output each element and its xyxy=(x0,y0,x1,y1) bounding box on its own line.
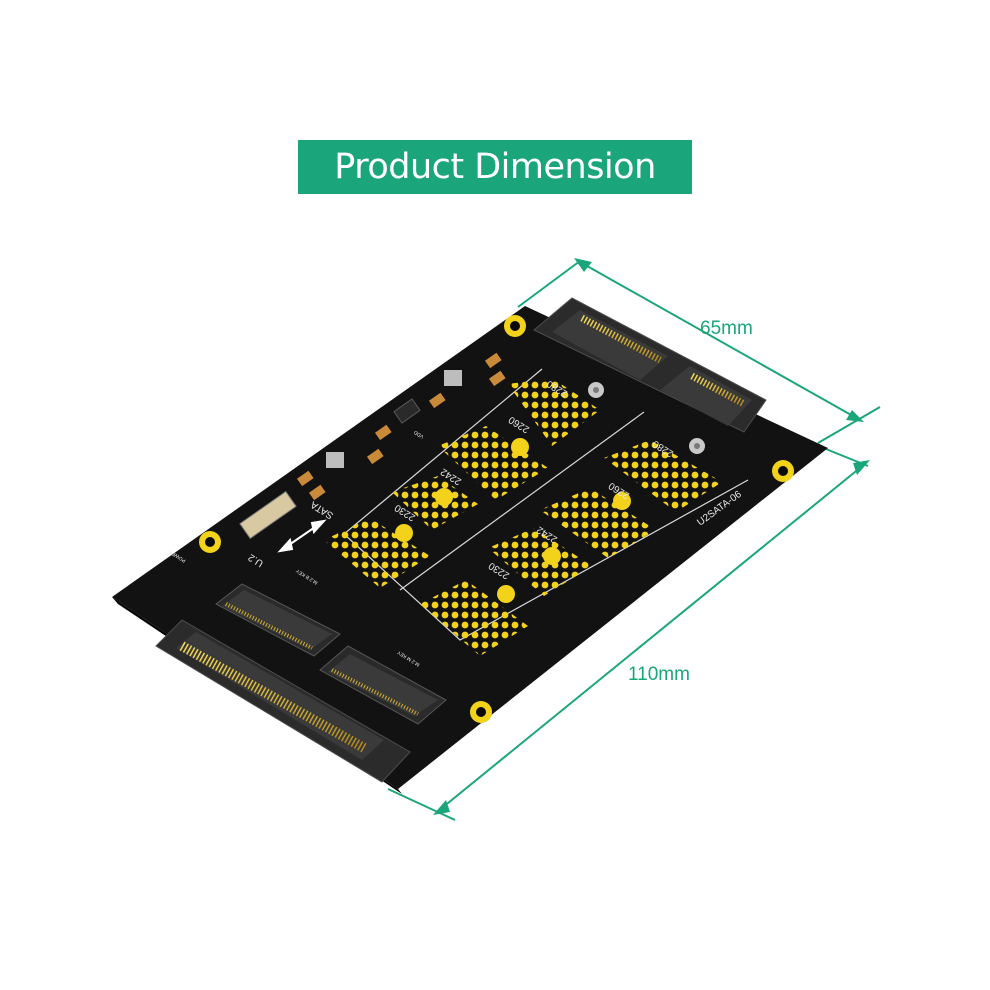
mount-pad-grids xyxy=(324,378,722,656)
length-extension-bottom xyxy=(387,788,456,821)
slot-center-divider xyxy=(399,411,645,591)
pad-grid-bottom xyxy=(420,580,528,656)
length-arrow-top xyxy=(853,460,870,475)
pad-grid-2280-left xyxy=(508,378,600,446)
pad-grid-2230-left xyxy=(324,518,430,588)
standoff-2230-left xyxy=(395,524,413,542)
width-dimension-line xyxy=(579,261,861,421)
mode-switch[interactable] xyxy=(239,490,297,540)
slot-divider-lines xyxy=(343,368,749,641)
standoff-2230-right xyxy=(497,585,515,603)
standoff-2242-right xyxy=(543,547,561,565)
pad-grid-2242-right xyxy=(540,488,656,558)
sata-connector xyxy=(533,297,767,433)
mounting-holes xyxy=(199,315,794,723)
screw-standoffs xyxy=(395,438,631,603)
length-arrow-bottom xyxy=(433,800,450,815)
screw-posts xyxy=(588,382,705,454)
width-extension-left xyxy=(517,260,581,308)
standoff-2260-right xyxy=(613,492,631,510)
pcb-board: U2SATA-06 2280 2260 2242 2230 2280 2260 … xyxy=(112,297,828,794)
standoff-2242-left xyxy=(435,488,453,506)
pad-grid-2242-left xyxy=(392,476,478,530)
u2-connector xyxy=(155,619,411,783)
width-dimension-label: 65mm xyxy=(700,318,753,339)
product-dimension-banner: Product Dimension xyxy=(298,140,692,194)
width-arrow-right xyxy=(846,410,864,422)
length-dimension-line xyxy=(436,462,867,813)
vdd-label: VDD xyxy=(413,429,425,440)
board-body xyxy=(112,306,828,789)
pad-grid-2260-left xyxy=(438,426,548,500)
pad-grid-2260-right xyxy=(604,440,722,512)
m2-m-key-socket xyxy=(319,645,447,725)
inductor-top xyxy=(444,370,462,386)
m2-b-key-socket xyxy=(215,583,341,657)
slot-outline xyxy=(343,368,749,641)
pad-grid-2230-right xyxy=(488,528,592,596)
sata-u2-switch-arrow xyxy=(277,519,327,553)
width-arrow-left xyxy=(574,258,592,272)
dimension-arrows xyxy=(433,258,870,815)
inductor-bottom xyxy=(326,452,344,468)
width-extension-right xyxy=(817,406,881,444)
length-dimension-label: 110mm xyxy=(628,664,690,685)
standoff-2260-left xyxy=(511,438,529,456)
smd-components xyxy=(239,352,506,540)
